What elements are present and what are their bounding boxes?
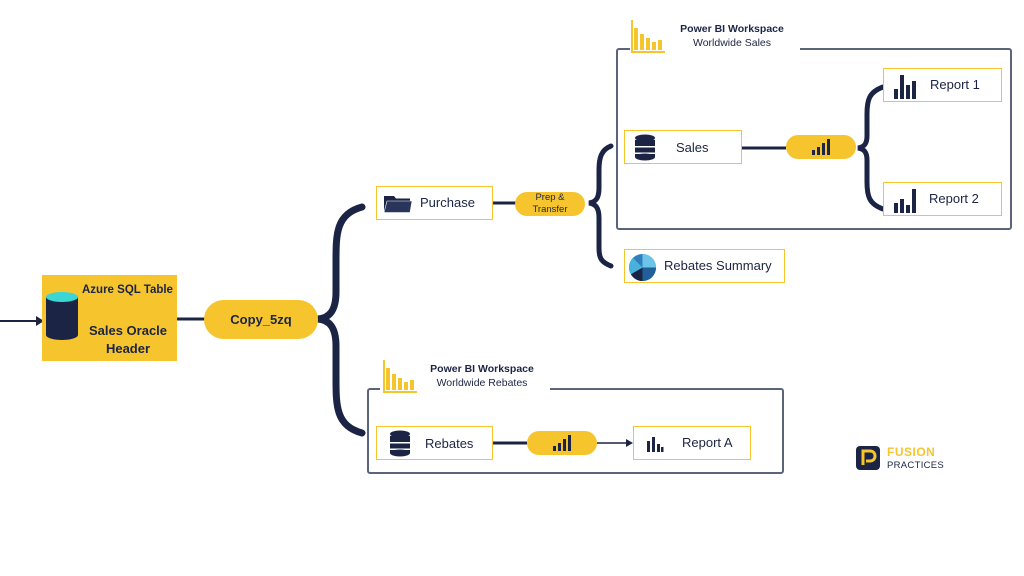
fusion-practices-logo: FUSION PRACTICES <box>855 444 955 474</box>
prep-transfer-pill[interactable]: Prep & Transfer <box>515 192 585 216</box>
incoming-arrow-head <box>36 316 44 326</box>
rebates-summary-label: Rebates Summary <box>664 258 772 273</box>
report-1-label: Report 1 <box>930 77 980 92</box>
prep-transfer-line1: Prep & <box>535 192 565 203</box>
workspace-sales-title: Power BI Workspace Worldwide Sales <box>674 22 790 50</box>
purchase-label: Purchase <box>420 195 475 210</box>
sales-dataset-node[interactable]: Sales <box>624 130 742 164</box>
bar-chart-icon <box>383 360 417 393</box>
workspace-rebates-subtitle: Worldwide Rebates <box>436 377 528 389</box>
folder-icon <box>383 196 413 213</box>
dataset-to-report-a-arrowhead <box>626 439 633 447</box>
source-table-node[interactable]: Azure SQL Table Sales Oracle Header <box>42 275 177 361</box>
copy-brace <box>317 203 366 437</box>
report-a-node[interactable]: Report A <box>633 426 751 460</box>
logo-line1: FUSION <box>887 445 936 459</box>
pie-chart-icon <box>628 253 657 282</box>
rebates-dataset-label: Rebates <box>425 436 474 451</box>
prep-brace <box>588 143 614 269</box>
bar-chart-icon <box>812 139 830 155</box>
bar-chart-icon <box>553 435 571 451</box>
workspace-sales-title-mask <box>630 40 800 54</box>
copy-step-label: Copy_5zq <box>230 312 292 327</box>
database-icon <box>46 292 78 340</box>
bar-chart-icon <box>631 20 665 53</box>
source-name: Sales Oracle Header <box>80 322 176 358</box>
database-icon <box>635 134 655 161</box>
purchase-node[interactable]: Purchase <box>376 186 493 220</box>
logo-line2: PRACTICES <box>887 460 945 471</box>
workspace-rebates-title: Power BI Workspace Worldwide Rebates <box>423 362 541 390</box>
report-2-node[interactable]: Report 2 <box>883 182 1002 216</box>
report-brace <box>857 84 886 212</box>
database-icon <box>390 430 410 457</box>
rebates-dataset-pill[interactable] <box>527 431 597 455</box>
rebates-dataset-node[interactable]: Rebates <box>376 426 493 460</box>
workspace-rebates-frame <box>367 388 784 474</box>
sales-dataset-pill[interactable] <box>786 135 856 159</box>
workspace-rebates-title-mask <box>380 380 550 394</box>
rebates-summary-node[interactable]: Rebates Summary <box>624 249 785 283</box>
workspace-sales-frame <box>616 48 1012 230</box>
workspace-rebates-title-line: Power BI Workspace <box>430 363 534 375</box>
source-name-line2: Header <box>105 341 151 356</box>
source-title: Azure SQL Table <box>82 284 173 296</box>
report-1-node[interactable]: Report 1 <box>883 68 1002 102</box>
workspace-sales-title-line: Power BI Workspace <box>680 23 784 35</box>
prep-transfer-label: Prep & Transfer <box>532 192 567 216</box>
bar-chart-icon <box>647 437 664 452</box>
prep-transfer-line2: Transfer <box>532 204 568 215</box>
workspace-sales-subtitle: Worldwide Sales <box>692 37 771 49</box>
report-2-label: Report 2 <box>929 191 979 206</box>
sales-dataset-label: Sales <box>676 140 709 155</box>
copy-step-pill[interactable]: Copy_5zq <box>204 300 318 339</box>
bar-chart-icon <box>894 189 916 213</box>
logo-mark-icon <box>856 446 880 470</box>
source-name-line1: Sales Oracle <box>88 323 168 338</box>
report-a-label: Report A <box>682 435 733 450</box>
bar-chart-icon <box>894 75 916 99</box>
